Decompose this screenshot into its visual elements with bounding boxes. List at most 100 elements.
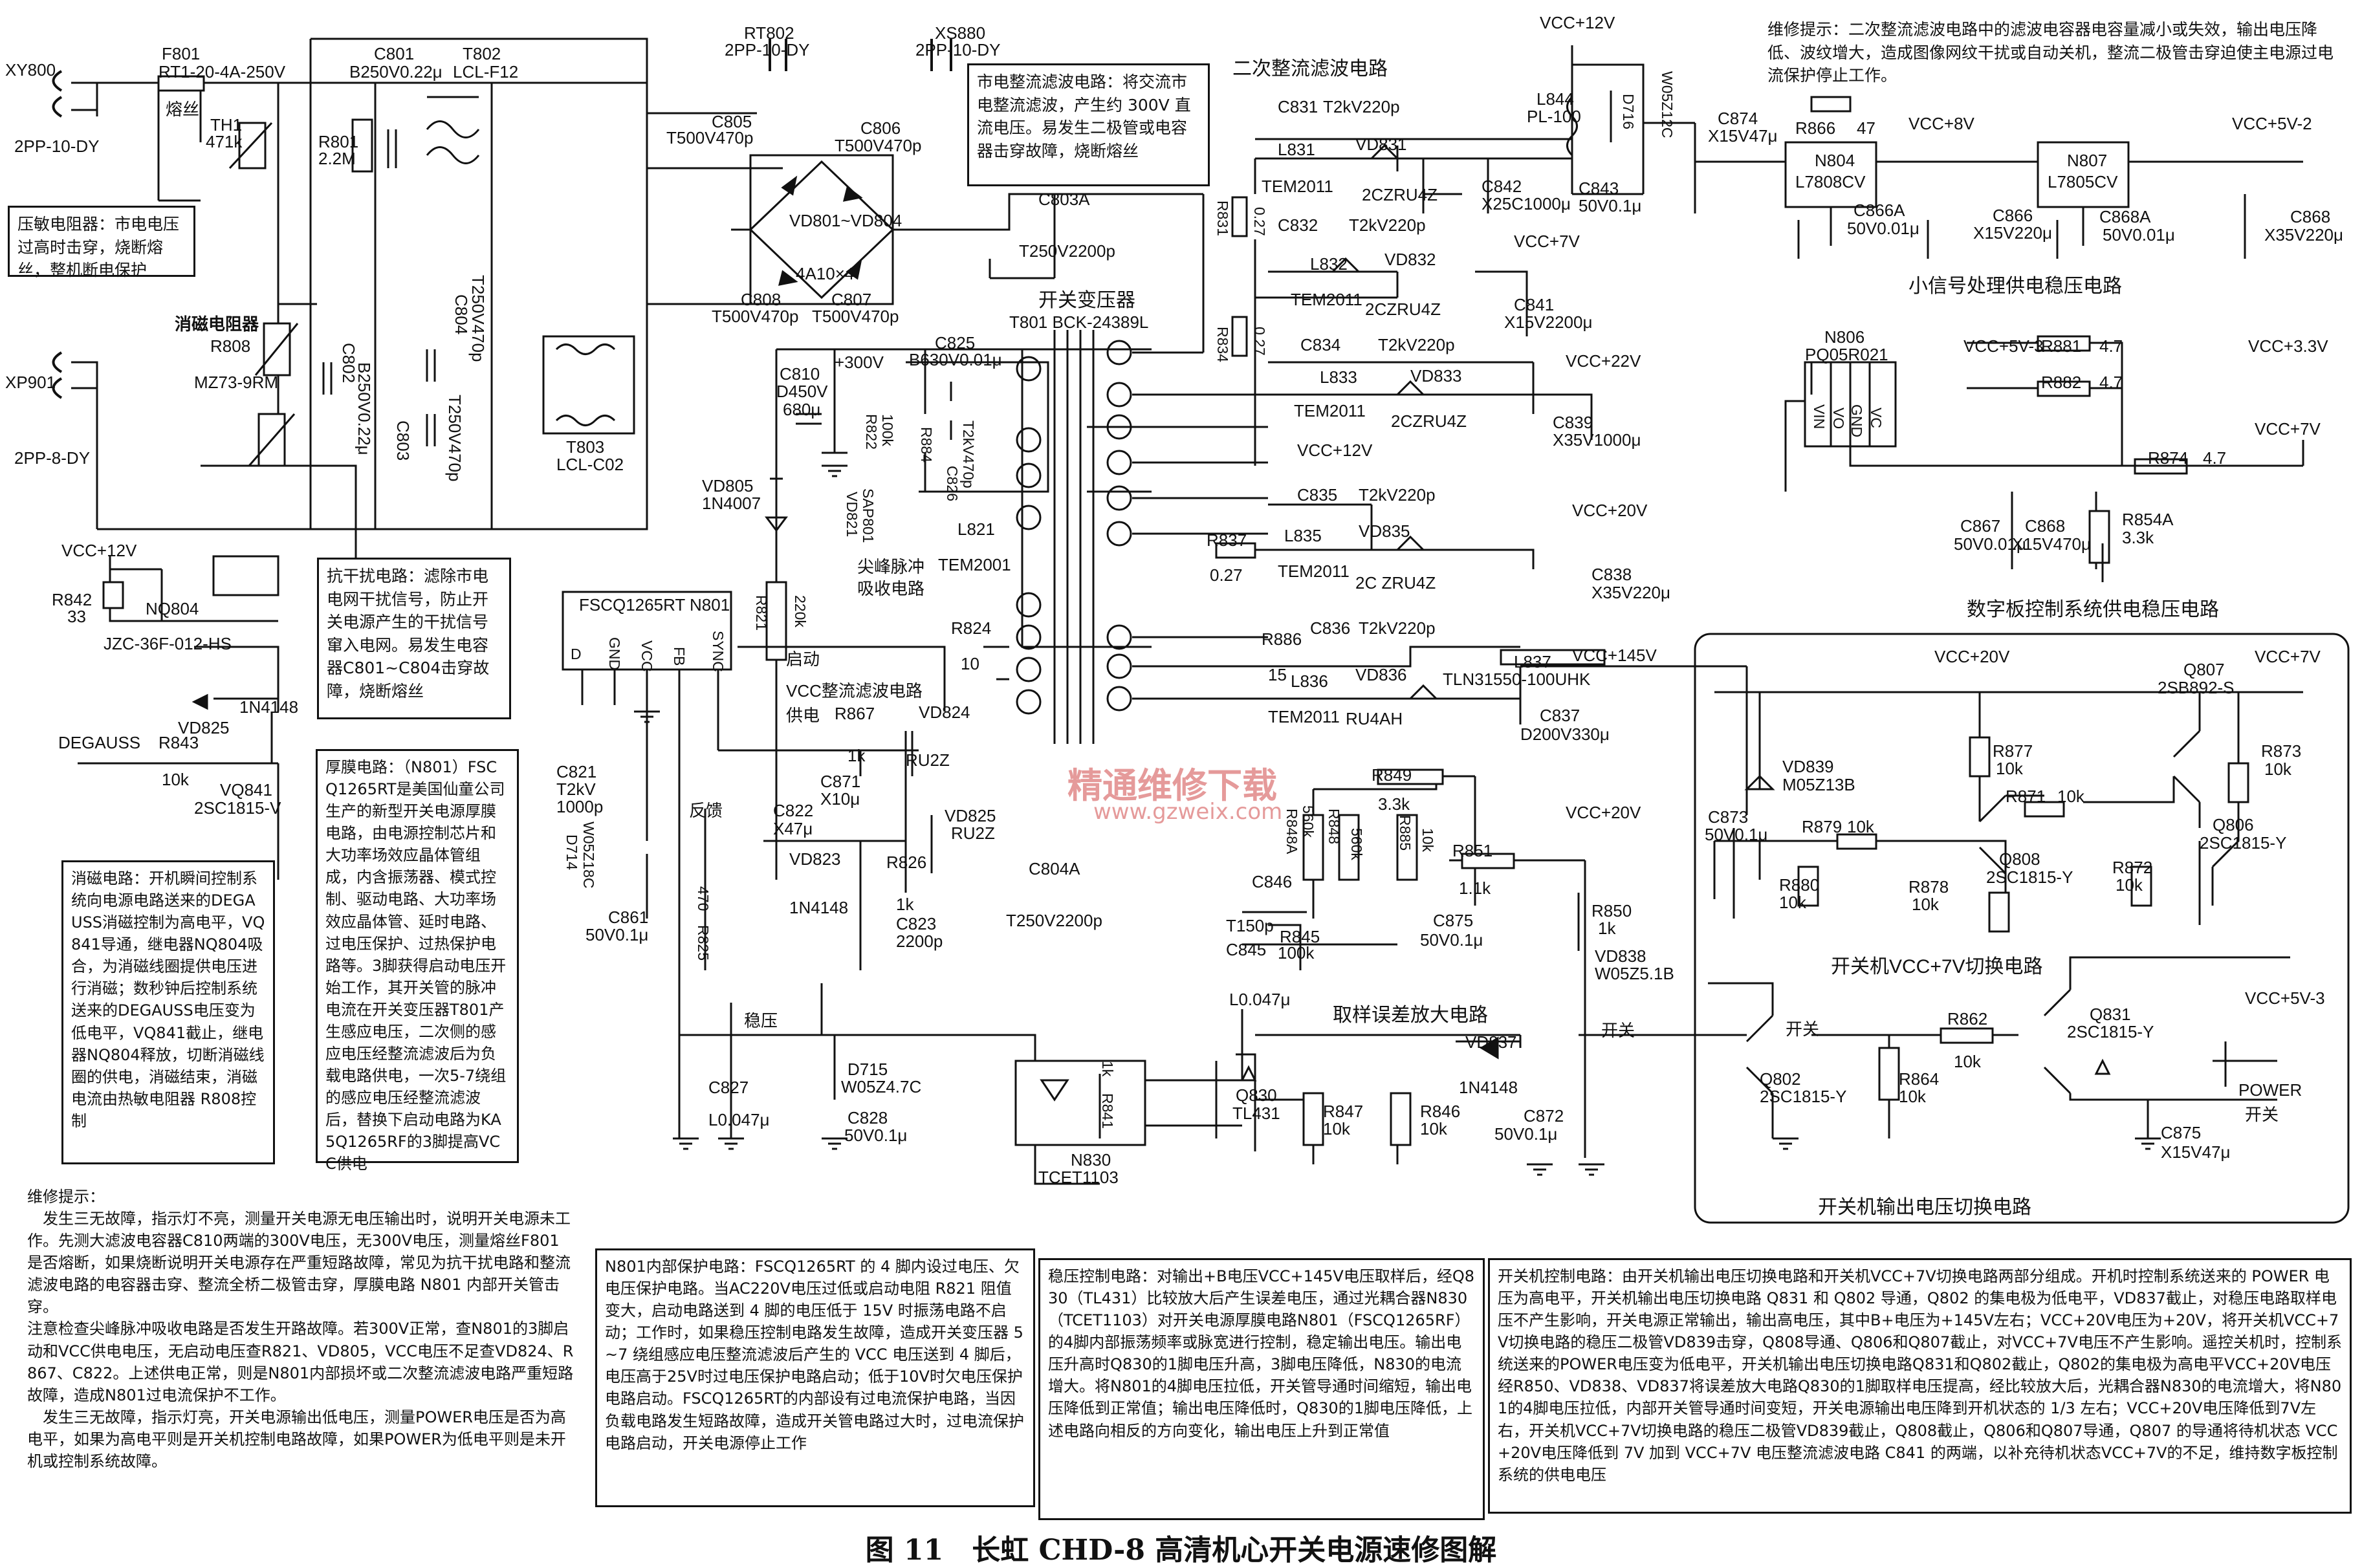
label-c832-val: T2kV220p — [1349, 215, 1426, 235]
label-r850: R850 — [1591, 901, 1632, 920]
label-c804a: C804A — [1029, 859, 1080, 878]
label-d716-val: W05Z12C — [1659, 71, 1676, 138]
label-2pp10-a: 2PP-10-DY — [14, 136, 100, 156]
label-r843: R843 — [159, 733, 199, 752]
note-rectifier: 市电整流滤波电路：将交流市电整流滤波，产生约 300V 直流电压。易发生二极管或… — [967, 63, 1210, 186]
label-r872: R872 — [2112, 858, 2153, 877]
label-c828: C828 — [847, 1108, 888, 1127]
note-top-right: 维修提示：二次整流滤波电路中的滤波电容器电容量减小或失效，输出电压降低、波纹增大… — [1767, 20, 2334, 85]
transformer-t801 — [983, 330, 1268, 744]
label-degauss-resistor: 消磁电阻器 — [175, 314, 259, 334]
label-vd825-deg-val: 1N4148 — [239, 697, 299, 717]
label-t803: T803 — [566, 437, 605, 457]
label-c803a: C803A — [1038, 190, 1090, 209]
label-vd821-val: SAP801 — [860, 488, 877, 543]
label-c808: C808 — [741, 290, 782, 309]
label-c841: C841 — [1514, 295, 1555, 314]
label-c841-val: X15V2200μ — [1504, 312, 1593, 332]
label-vd839-val: M05Z13B — [1782, 775, 1855, 794]
label-r886: R886 — [1262, 629, 1302, 649]
label-vd833: VD833 — [1410, 366, 1462, 386]
label-2pp8: 2PP-8-DY — [14, 448, 91, 468]
label-vd831-val: 2CZRU4Z — [1362, 185, 1438, 204]
label-r881: R881 — [2041, 336, 2082, 356]
rail-vcc7-b: VCC+7V — [2255, 419, 2321, 439]
switch-circuits — [1585, 633, 2350, 1224]
small-signal-title: 小信号处理供电稳压电路 — [1908, 276, 2122, 297]
label-vq841: VQ841 — [220, 780, 272, 800]
label-vd838-val: W05Z5.1B — [1595, 964, 1674, 983]
label-power: POWER — [2238, 1080, 2302, 1100]
label-r872-val: 10k — [2116, 875, 2143, 895]
note-varistor: 压敏电阻器：市电电压过高时击穿，烧断熔丝，整机断电保护 — [8, 206, 195, 279]
note-emi: 抗干扰电路：滤除市电电网干扰信号，防止开关电源产生的干扰信号窜入电网。易发生电容… — [317, 558, 511, 719]
label-q831-val: 2SC1815-Y — [2067, 1022, 2154, 1041]
label-r879-val: 10k — [1847, 817, 1874, 836]
label-xs880: XS880 — [935, 23, 986, 43]
label-r854a: R854A — [2122, 510, 2174, 529]
label-c836: C836 — [1310, 618, 1351, 638]
rail-vcc8: VCC+8V — [1908, 114, 1974, 133]
label-d716: D716 — [1620, 94, 1637, 129]
switch-transformer-title: 开关变压器 — [1038, 290, 1135, 311]
label-c835-val: T2kV220p — [1359, 485, 1436, 505]
label-l844: L844 — [1536, 89, 1574, 109]
label-n806-val: PQ05R021 — [1805, 345, 1888, 364]
regulate-label: 稳压 — [744, 1011, 778, 1030]
label-d715: D715 — [847, 1060, 888, 1079]
label-q830-val: TL431 — [1232, 1104, 1280, 1123]
label-n830-val: TCET1103 — [1038, 1168, 1119, 1187]
label-l832-val: TEM2011 — [1291, 290, 1362, 309]
secondary-rectifier-wiring — [1202, 45, 1748, 815]
label-n806-vc: VC — [1868, 408, 1885, 428]
label-r841-val: 1k — [1099, 1061, 1116, 1077]
label-vd835-val: 2C ZRU4Z — [1355, 573, 1436, 593]
label-r837: R837 — [1207, 530, 1247, 550]
label-d714-val: W05Z18C — [580, 822, 597, 889]
label-c805-val: T500V470p — [666, 128, 754, 147]
label-r846: R846 — [1420, 1102, 1461, 1121]
label-f801: F801 — [162, 44, 201, 63]
label-l837-val: TLN31550-100UHK — [1443, 670, 1591, 689]
label-vd836: VD836 — [1355, 665, 1407, 684]
label-c804: C804 — [452, 294, 471, 335]
vcc-filter-title: VCC整流滤波电路 供电 — [786, 681, 923, 725]
label-r808: R808 — [210, 336, 251, 356]
label-r845-val: 100k — [1278, 943, 1315, 963]
label-c875a: C875 — [1433, 911, 1474, 930]
label-r851-val: 1.1k — [1459, 878, 1491, 898]
watermark-url: www.gzweix.com — [1093, 799, 1283, 825]
label-q808: Q808 — [1999, 849, 2040, 869]
label-c810-c: 680μ — [783, 400, 821, 419]
label-l832: L832 — [1310, 254, 1348, 274]
label-th1: TH1 — [210, 115, 243, 135]
label-c810-v: D450V — [776, 382, 828, 401]
label-c831: C831 — [1278, 97, 1318, 116]
label-c861: C861 — [608, 908, 649, 927]
label-r831: R831 — [1214, 201, 1231, 236]
label-q830: Q830 — [1236, 1085, 1277, 1105]
label-c821-v: T2kV — [556, 779, 596, 799]
label-r824-val: 10 — [961, 654, 979, 673]
label-c802-val: B250V0.22μ — [355, 362, 374, 455]
rail-vcc22: VCC+22V — [1566, 351, 1641, 371]
label-r862-val: 10k — [1954, 1052, 1981, 1071]
label-r845: R845 — [1280, 927, 1320, 946]
label-r885: R885 — [1397, 815, 1414, 851]
label-fuse-cn: 熔丝 — [166, 100, 200, 119]
label-t802-val: LCL-F12 — [453, 62, 519, 82]
label-c803a-val: T250V2200p — [1019, 241, 1115, 261]
label-r874: R874 — [2148, 448, 2189, 468]
label-c875b-val: X15V47μ — [2161, 1142, 2231, 1162]
label-c803-val: T250V470p — [445, 395, 465, 482]
note-repair-hint: 维修提示： 发生三无故障，指示灯不亮，测量开关电源无电压输出时，说明开关电源未工… — [27, 1188, 574, 1470]
label-c868b: C868 — [2025, 516, 2066, 536]
label-q831: Q831 — [2090, 1005, 2131, 1024]
rail-vcc12-top: VCC+12V — [1540, 13, 1615, 32]
label-r882: R882 — [2041, 373, 2082, 392]
rail-vcc7-a: VCC+7V — [1514, 232, 1580, 251]
label-q806-val: 2SC1815-Y — [2200, 833, 2287, 853]
label-c861-val: 50V0.1μ — [585, 925, 649, 944]
label-vd823-val: 1N4148 — [789, 898, 849, 917]
label-vd825-aux: VD825 — [945, 806, 996, 825]
